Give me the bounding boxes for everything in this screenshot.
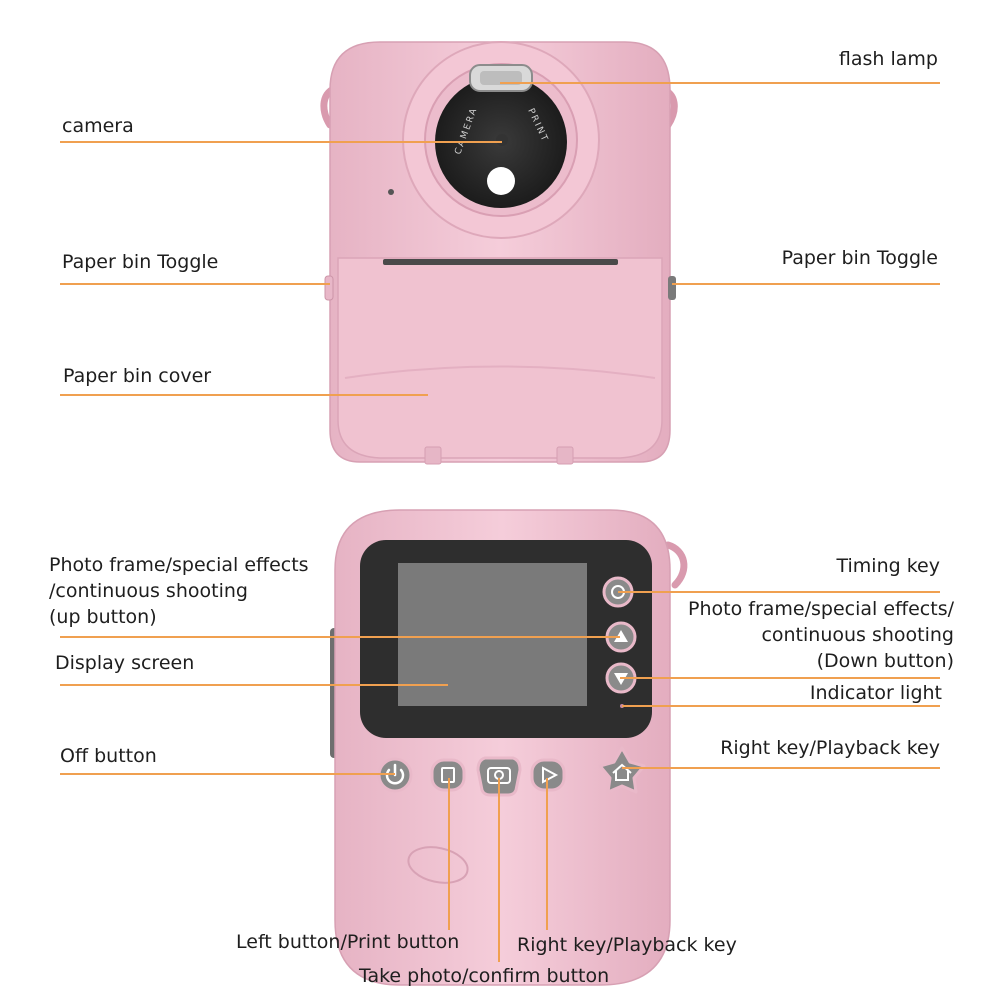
microphone-hole: [388, 189, 394, 195]
grip-oval: [407, 846, 469, 884]
paper-slot: [383, 259, 618, 265]
home-key[interactable]: [598, 746, 646, 794]
paper-bin-cover-panel: [337, 257, 663, 459]
take-photo-button[interactable]: [476, 756, 522, 797]
play-icon: [542, 766, 559, 784]
cover-crease: [344, 365, 656, 379]
foot-right: [556, 446, 574, 465]
label-take-photo-button: Take photo/confirm button: [359, 965, 610, 987]
label-camera: camera: [62, 115, 134, 137]
foot-left: [424, 446, 442, 465]
up-arrow-icon: [614, 630, 628, 642]
flash-lamp-inner: [480, 71, 522, 85]
front-view: CAMERA PRINT: [320, 41, 678, 465]
leader-lines: [60, 82, 940, 962]
paper-bin-toggle-right: [668, 276, 676, 300]
strap-back: [664, 541, 688, 589]
label-display-screen: Display screen: [55, 652, 195, 674]
label-timing-key: Timing key: [836, 555, 941, 577]
label-down-button: Photo frame/special effects/ continuous …: [688, 598, 954, 672]
lens-center: [496, 134, 508, 146]
home-icon: [612, 763, 632, 781]
label-off-button: Off button: [60, 745, 157, 767]
display-screen: [398, 563, 587, 706]
label-paper-bin-toggle-right: Paper bin Toggle: [781, 247, 938, 269]
paper-bin-toggle-left: [324, 275, 334, 301]
label-right-playback-key: Right key/Playback key: [517, 934, 737, 956]
label-flash-lamp: flash lamp: [838, 48, 938, 70]
label-home-key: Right key/Playback key: [720, 737, 940, 759]
label-paper-bin-toggle-left: Paper bin Toggle: [62, 251, 219, 273]
back-view: [330, 509, 688, 986]
label-paper-bin-cover: Paper bin cover: [63, 365, 212, 387]
label-left-print-button: Left button/Print button: [236, 931, 460, 953]
label-indicator-light: Indicator light: [809, 682, 942, 704]
lens-viewfinder: [487, 167, 515, 195]
label-up-button: Photo frame/special effects /continuous …: [49, 554, 309, 628]
